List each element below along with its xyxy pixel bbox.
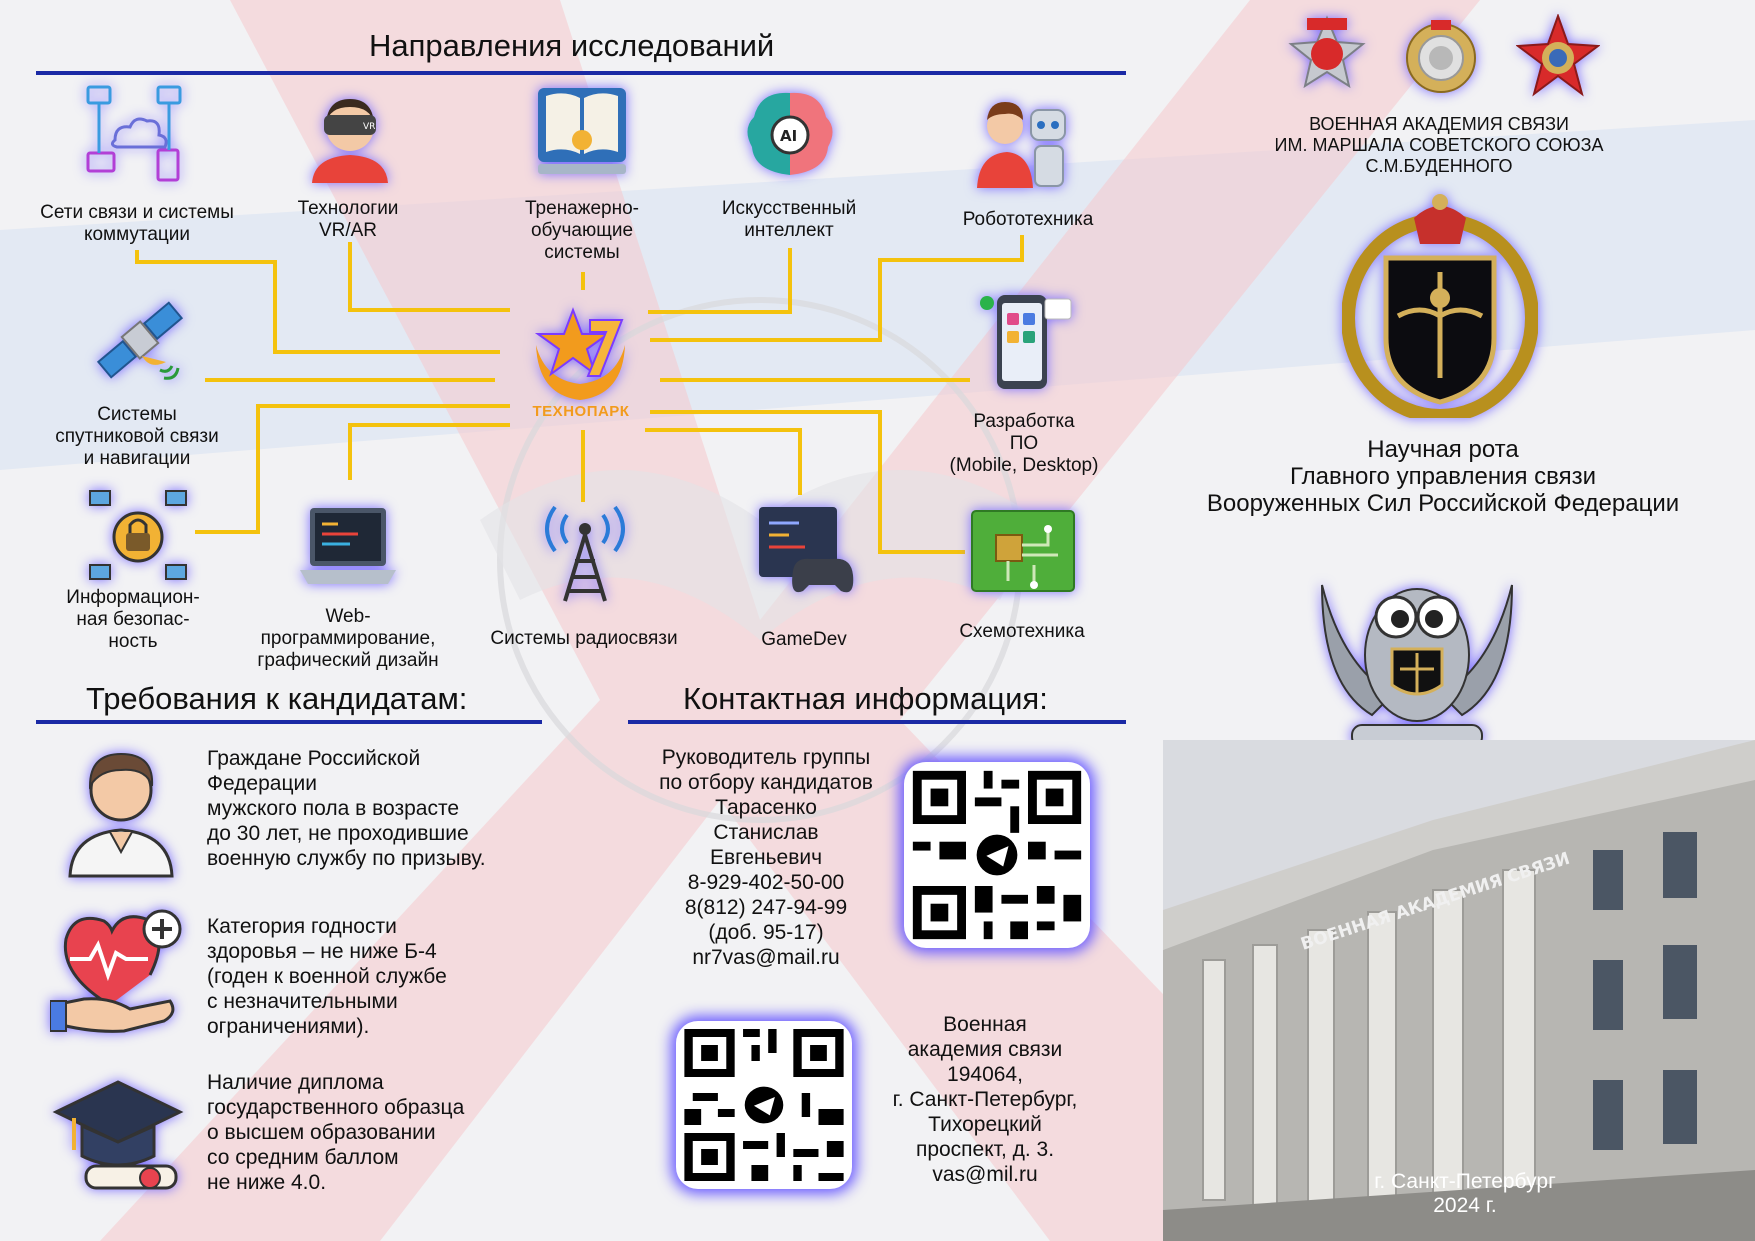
qr-code-icon	[912, 770, 1082, 940]
address-street: проспект, д. 3.	[915, 1138, 1055, 1161]
contact-name: Евгеньевич	[709, 846, 823, 869]
laptop-code-icon	[298, 500, 398, 600]
technopark-label: ТЕХНОПАРК	[532, 403, 630, 420]
label-vr-ar: Технологии VR/AR	[297, 198, 399, 241]
connector-circuit	[650, 410, 965, 554]
address-city: г. Санкт-Петербург,	[892, 1088, 1078, 1111]
technopark-emblem-icon	[534, 307, 625, 400]
smartphone-icon	[975, 285, 1075, 395]
research-title-underline	[36, 71, 1126, 75]
science-company-line: Главного управления связи	[1289, 463, 1597, 490]
radio-tower-icon	[535, 505, 635, 605]
connector-ai	[648, 248, 792, 314]
circuit-board-icon	[968, 505, 1078, 605]
order-october-icon	[1515, 13, 1601, 98]
label-software: Разработка ПО (Mobile, Desktop)	[949, 411, 1099, 476]
gamepad-icon	[755, 505, 855, 605]
address-street: Тихорецкий	[928, 1113, 1042, 1136]
contact-email[interactable]: nr7vas@mail.ru	[692, 946, 840, 969]
qr-code-telegram[interactable]	[904, 762, 1090, 948]
contact-line: по отбору кандидатов	[659, 771, 873, 794]
connector-vr	[348, 242, 510, 312]
contact-address: Военная академия связи 194064, г. Санкт-…	[893, 1012, 1078, 1187]
address-line: Военная	[943, 1013, 1027, 1036]
book-icon	[532, 80, 632, 180]
robot-icon	[975, 90, 1075, 190]
label-radio: Системы радиосвязи	[490, 628, 678, 649]
ai-brain-icon: AI	[740, 85, 840, 185]
ai-badge: AI	[780, 127, 797, 145]
academy-name-line: ИМ. МАРШАЛА СОВЕТСКОГО СОЮЗА	[1274, 135, 1604, 155]
academy-name-line: ВОЕННАЯ АКАДЕМИЯ СВЯЗИ	[1309, 114, 1569, 134]
label-satellite: Системы спутниковой связи и навигации	[55, 404, 219, 469]
owl-emblem-icon	[1312, 545, 1522, 755]
contact-name: Станислав	[713, 821, 819, 844]
year-label: 2024 г.	[1433, 1194, 1497, 1217]
connector-robotics	[650, 235, 1024, 342]
label-ai: Искусственный интеллект	[721, 198, 857, 241]
connector-web	[348, 423, 510, 480]
contact-phone-mobile[interactable]: 8-929-402-50-00	[687, 871, 845, 894]
connector-gamedev	[645, 428, 802, 495]
address-line: академия связи	[907, 1038, 1063, 1061]
address-email[interactable]: vas@mil.ru	[932, 1163, 1038, 1186]
satellite-icon	[90, 290, 190, 390]
vr-headset-icon: VR	[300, 85, 400, 185]
contacts-title: Контактная информация:	[683, 681, 1048, 716]
technopark-logo	[518, 300, 643, 425]
contact-extension: (доб. 95-17)	[708, 921, 824, 944]
person-icon	[66, 742, 176, 878]
contact-person: Руководитель группы по отбору кандидатов…	[659, 745, 873, 970]
order-red-banner-icon	[1287, 14, 1367, 98]
label-gamedev: GameDev	[761, 629, 847, 650]
connector-security	[195, 404, 510, 534]
graduation-cap-icon	[52, 1070, 184, 1200]
connector-networks	[135, 250, 500, 354]
label-circuit: Схемотехника	[959, 621, 1085, 642]
city-label: г. Санкт-Петербург	[1374, 1170, 1556, 1193]
qr-code-icon	[684, 1029, 844, 1181]
science-company-line: Научная рота	[1367, 436, 1519, 463]
heart-health-icon	[50, 905, 182, 1035]
label-web: Web- программирование, графический дизай…	[257, 606, 439, 671]
label-robotics: Робототехника	[962, 209, 1094, 230]
contact-line: Руководитель группы	[661, 746, 871, 769]
label-networks: Сети связи и системы коммутации	[40, 202, 234, 245]
requirements-title: Требования к кандидатам:	[86, 681, 468, 716]
academy-building-photo: ВОЕННАЯ АКАДЕМИЯ СВЯЗИ	[1163, 740, 1755, 1241]
label-security: Информацион- ная безопас- ность	[66, 587, 200, 652]
contacts-title-underline	[628, 720, 1126, 724]
requirement-diploma: Наличие диплома государственного образца…	[207, 1071, 465, 1194]
contact-name: Тарасенко	[715, 796, 817, 819]
lock-icon	[88, 485, 188, 585]
requirement-health: Категория годности здоровья – не ниже Б-…	[207, 915, 447, 1038]
requirements-title-underline	[36, 720, 542, 724]
order-lenin-icon	[1402, 14, 1480, 98]
academy-name-line: С.М.БУДЕННОГО	[1365, 156, 1513, 176]
qr-code-academy[interactable]	[676, 1021, 852, 1189]
research-title: Направления исследований	[369, 28, 775, 63]
academy-emblem-icon	[1341, 188, 1539, 423]
network-icon	[85, 85, 185, 185]
contact-phone-office[interactable]: 8(812) 247-94-99	[684, 896, 848, 919]
address-postcode: 194064,	[947, 1063, 1023, 1086]
label-training: Тренажерно- обучающие системы	[525, 198, 639, 263]
vr-badge: VR	[363, 122, 375, 132]
requirement-citizenship: Граждане Российской Федерации мужского п…	[207, 747, 486, 870]
science-company-line: Вооруженных Сил Российской Федерации	[1206, 490, 1680, 517]
